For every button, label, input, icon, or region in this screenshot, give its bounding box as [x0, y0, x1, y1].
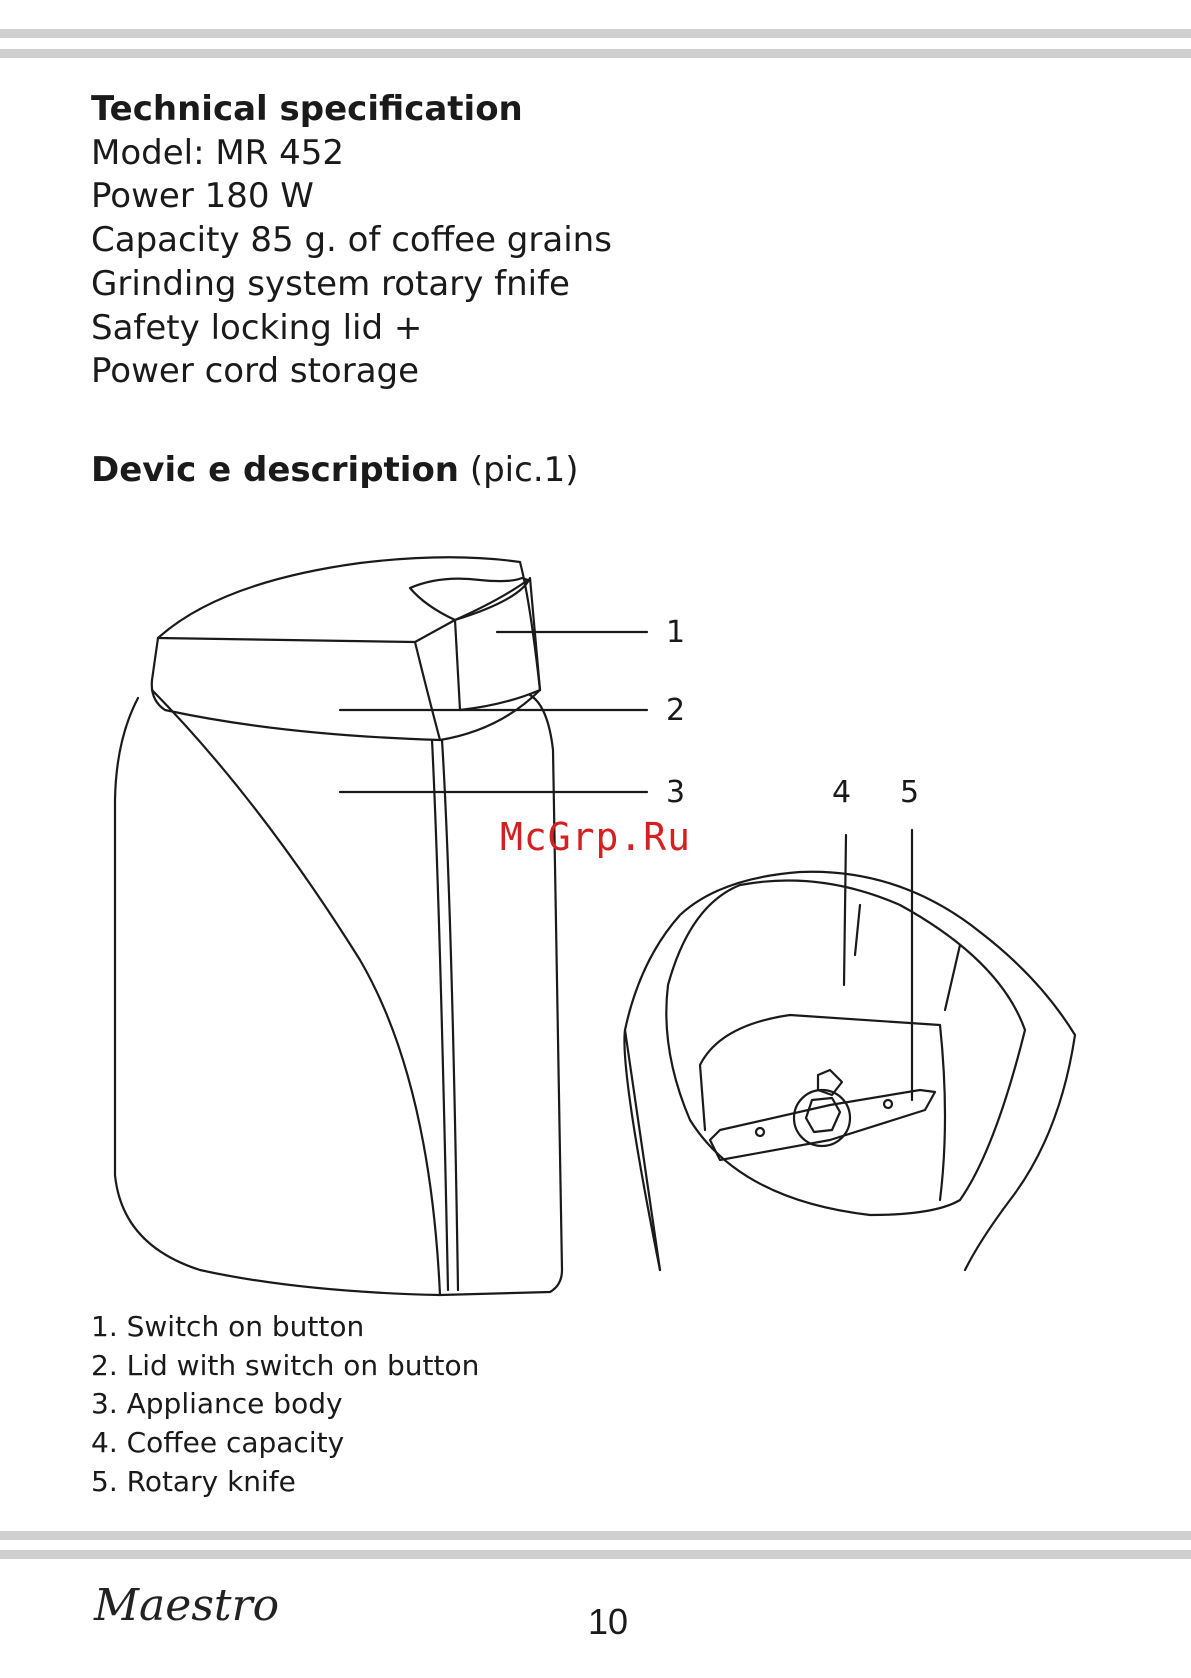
- tech-spec-section: Technical specification Model: MR 452 Po…: [91, 88, 612, 394]
- callout-5: 5: [900, 775, 919, 810]
- legend-item: 1. Switch on button: [91, 1310, 365, 1343]
- body-seam: [440, 738, 460, 1292]
- top-rule-2: [0, 49, 1191, 58]
- bowl-inner-rim: [665, 879, 1027, 1217]
- legend-item: 5. Rotary knife: [91, 1464, 296, 1498]
- spec-line: Capacity 85 g. of coffee grains: [91, 220, 612, 261]
- bowl-wall-line: [853, 903, 862, 957]
- lid-top-edge: [156, 618, 457, 644]
- brand-logo: Maestro: [94, 1580, 280, 1631]
- device-heading-ref: (pic.1): [469, 450, 579, 490]
- appliance-body-outline: [113, 693, 564, 1297]
- device-heading-text: Devic e description: [91, 450, 460, 490]
- knife-hub-nut: [804, 1096, 842, 1134]
- bottom-rule-2: [0, 1550, 1191, 1559]
- bottom-rule-1: [0, 1531, 1191, 1540]
- device-legend: 1. Switch on button 2. Lid with switch o…: [91, 1308, 479, 1502]
- spec-line: Power cord storage: [91, 351, 420, 392]
- rotary-knife-blade: [708, 1088, 937, 1162]
- watermark: McGrp.Ru: [500, 815, 692, 859]
- lid-top-outline: [156, 556, 542, 692]
- coffee-grinder-diagram: 1 2 3 4 5: [113, 556, 1077, 1297]
- knife-hole: [882, 1098, 894, 1110]
- bowl-wall-line: [943, 943, 962, 1012]
- page-number: 10: [588, 1601, 629, 1642]
- top-rule-1: [0, 29, 1191, 38]
- switch-button-outline: [453, 576, 542, 712]
- lid-corner: [413, 640, 442, 742]
- bowl-inner-wall: [698, 1013, 947, 1202]
- knife-hub: [792, 1088, 852, 1148]
- legend-item: 3. Appliance body: [91, 1387, 343, 1421]
- body-front-curve: [150, 688, 442, 1297]
- callout-2: 2: [666, 693, 685, 728]
- body-seam: [430, 738, 450, 1292]
- callout-1: 1: [666, 615, 685, 650]
- switch-button-top: [408, 576, 530, 622]
- device-description-heading: Devic e description (pic.1): [91, 448, 579, 492]
- lid-left-edge: [150, 636, 160, 682]
- knife-hub-top: [816, 1068, 844, 1097]
- spec-line: Grinding system rotary fnife: [91, 263, 570, 304]
- legend-item: 4. Coffee capacity: [91, 1426, 345, 1460]
- lid-underside: [150, 678, 542, 742]
- callout-3: 3: [666, 775, 685, 810]
- leader-line-4: [842, 833, 848, 987]
- spec-line: Power 180 W: [91, 176, 314, 217]
- legend-item: 2. Lid with switch on button: [91, 1348, 480, 1382]
- spec-line: Model: MR 452: [91, 132, 345, 173]
- callout-4: 4: [832, 775, 851, 810]
- bowl-outer-side: [623, 1028, 662, 1272]
- knife-hole: [754, 1126, 766, 1138]
- spec-line: Safety locking lid +: [91, 307, 423, 348]
- tech-spec-heading: Technical specification: [91, 89, 523, 129]
- bowl-outer-rim: [623, 870, 1077, 1272]
